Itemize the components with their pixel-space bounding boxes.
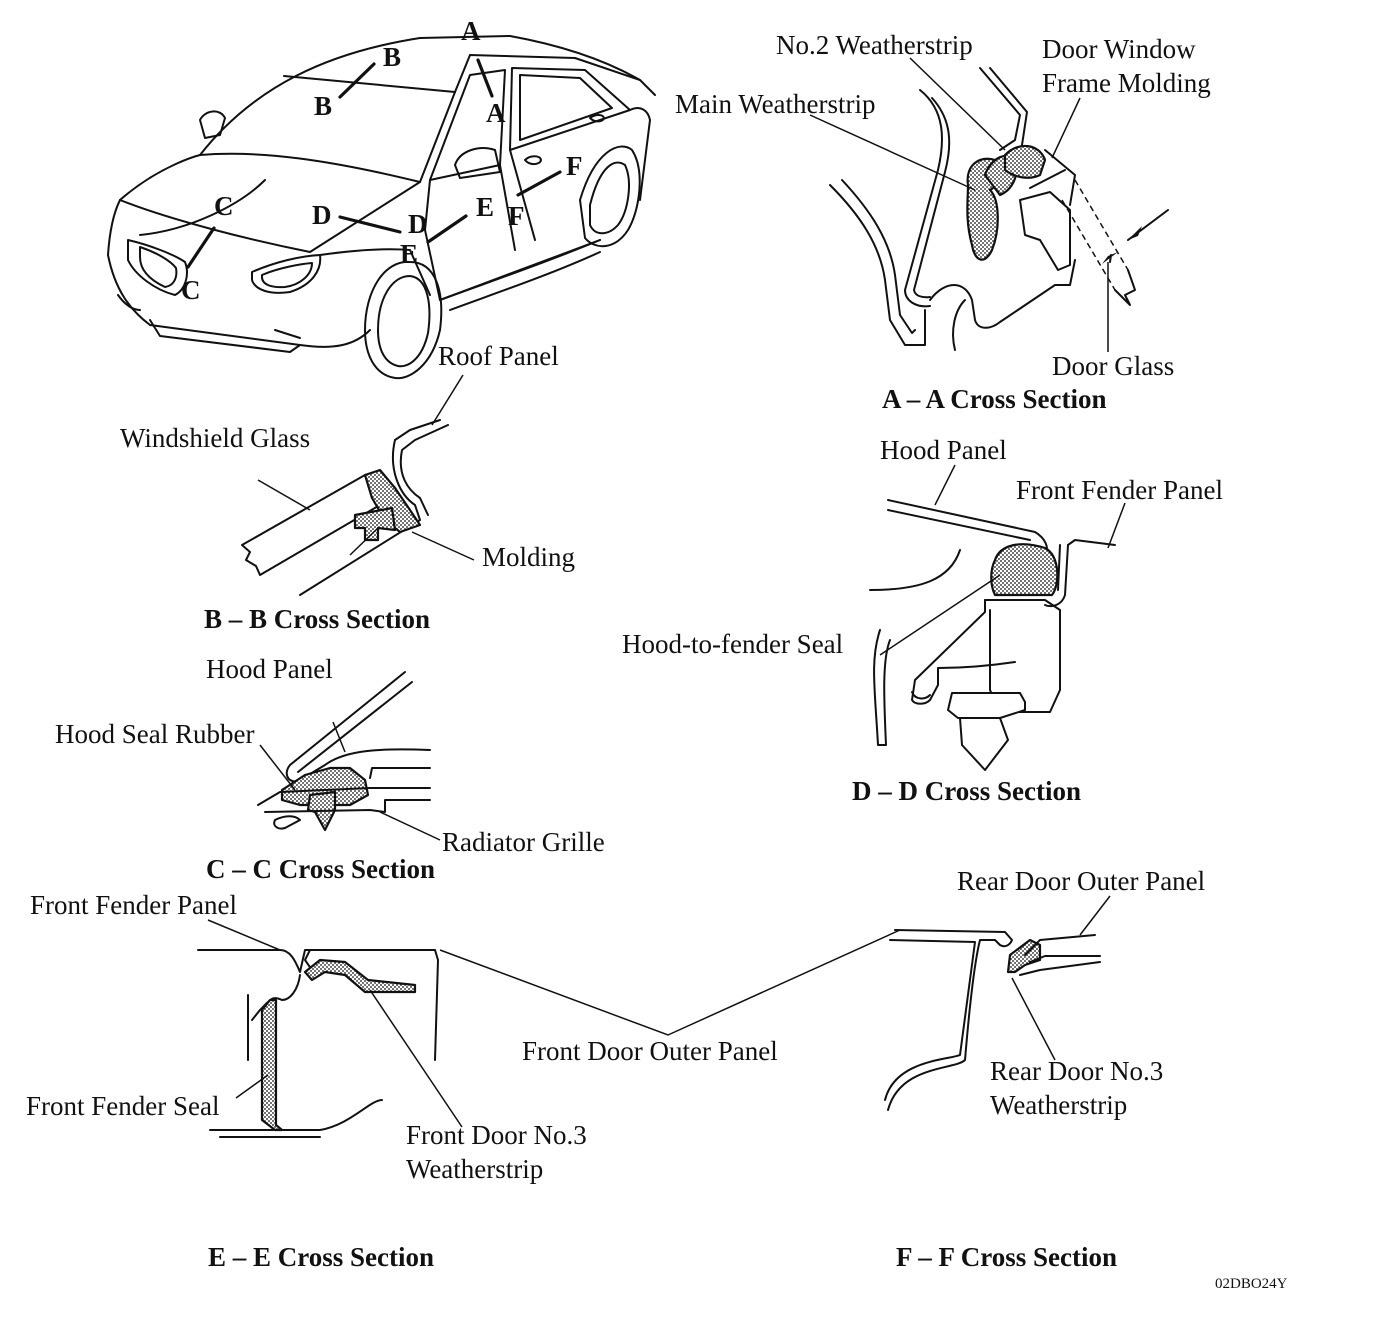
- label-door-window-frame-molding-line1: Door Window: [1042, 34, 1196, 64]
- section-f-drawing: [884, 895, 1111, 1111]
- label-front-door-outer-panel: Front Door Outer Panel: [522, 1036, 778, 1066]
- marker-a-top: A: [461, 16, 481, 46]
- label-windshield-glass: Windshield Glass: [120, 423, 310, 453]
- marker-b-top: B: [383, 42, 401, 72]
- section-c-drawing: [257, 671, 441, 841]
- car-illustration: [107, 35, 656, 380]
- section-d-drawing: [869, 464, 1126, 771]
- section-f-title: F – F Cross Section: [896, 1242, 1117, 1272]
- marker-d-bottom: D: [408, 209, 428, 239]
- label-main-weatherstrip: Main Weatherstrip: [675, 89, 876, 119]
- marker-f-top: F: [566, 151, 583, 181]
- label-door-window-frame-molding-line2: Frame Molding: [1042, 68, 1211, 98]
- section-c-title: C – C Cross Section: [206, 854, 435, 884]
- marker-e-bottom: E: [400, 239, 418, 269]
- label-rear-door-no3-line2: Weatherstrip: [990, 1090, 1127, 1120]
- section-e-drawing: [197, 919, 901, 1138]
- marker-f-bottom: F: [508, 201, 525, 231]
- diagram-code: 02DBO24Y: [1215, 1276, 1288, 1292]
- label-rear-door-outer-panel: Rear Door Outer Panel: [957, 866, 1205, 896]
- marker-c-top: C: [214, 191, 234, 221]
- marker-a-bottom: A: [486, 98, 506, 128]
- label-d-hood-panel: Hood Panel: [880, 435, 1007, 465]
- cut-markers: A A B B C C D D E E F F: [181, 16, 583, 305]
- marker-c-bottom: C: [181, 275, 201, 305]
- label-front-door-no3-line1: Front Door No.3: [406, 1120, 587, 1150]
- label-rear-door-no3-line1: Rear Door No.3: [990, 1056, 1163, 1086]
- label-front-fender-seal: Front Fender Seal: [26, 1091, 219, 1121]
- marker-e-top: E: [476, 192, 494, 222]
- label-roof-panel: Roof Panel: [438, 341, 559, 371]
- label-c-hood-panel: Hood Panel: [206, 654, 333, 684]
- section-a-title: A – A Cross Section: [882, 384, 1107, 414]
- marker-d-top: D: [312, 200, 332, 230]
- label-hood-seal-rubber: Hood Seal Rubber: [55, 719, 254, 749]
- label-no2-weatherstrip: No.2 Weatherstrip: [776, 30, 973, 60]
- label-molding: Molding: [482, 542, 575, 572]
- label-radiator-grille: Radiator Grille: [442, 827, 605, 857]
- marker-b-bottom: B: [314, 91, 332, 121]
- label-front-door-no3-line2: Weatherstrip: [406, 1154, 543, 1184]
- section-e-title: E – E Cross Section: [208, 1242, 434, 1272]
- section-b-title: B – B Cross Section: [204, 604, 430, 634]
- label-hood-to-fender-seal: Hood-to-fender Seal: [622, 629, 843, 659]
- label-d-front-fender-panel: Front Fender Panel: [1016, 475, 1223, 505]
- section-b-drawing: [241, 374, 475, 596]
- section-a-drawing: [809, 57, 1169, 352]
- label-door-glass: Door Glass: [1052, 351, 1174, 381]
- label-e-front-fender-panel: Front Fender Panel: [30, 890, 237, 920]
- section-d-title: D – D Cross Section: [852, 776, 1081, 806]
